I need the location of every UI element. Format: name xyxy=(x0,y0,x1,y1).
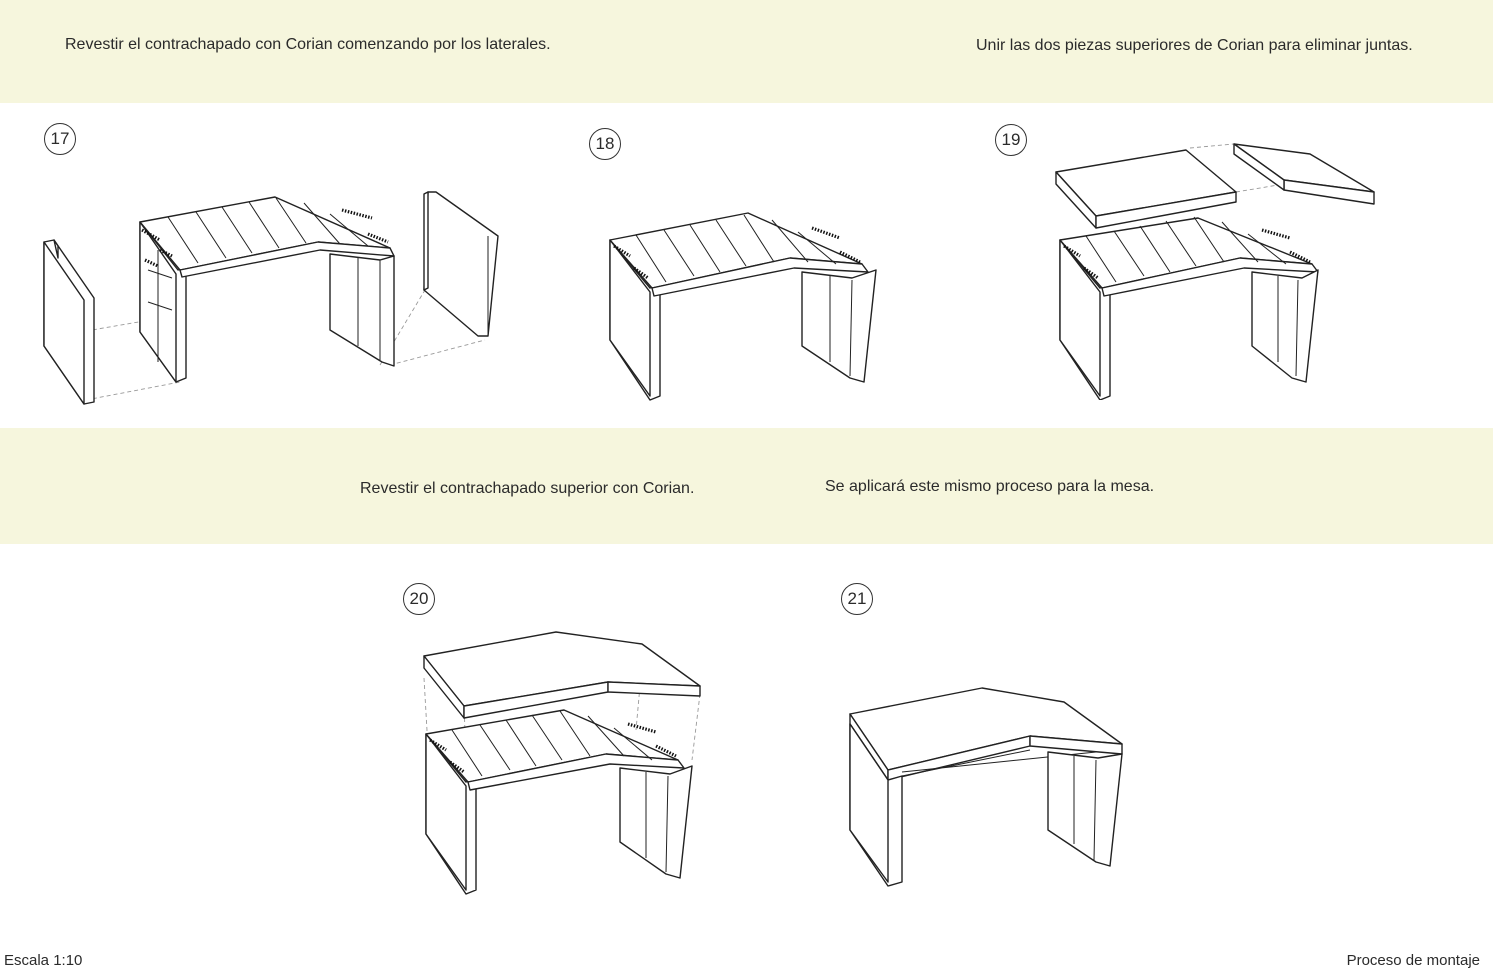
step-number-18: 18 xyxy=(589,128,621,160)
caption-step-17: Revestir el contrachapado con Corian com… xyxy=(65,36,551,53)
scale-label: Escala 1:10 xyxy=(4,952,83,969)
drawing-step-21 xyxy=(849,687,1123,887)
drawing-step-18 xyxy=(609,212,877,401)
step-number-17: 17 xyxy=(44,123,76,155)
sheet-title: Proceso de montaje xyxy=(1346,952,1480,969)
step-number-21: 21 xyxy=(841,583,873,615)
step-number-20: 20 xyxy=(403,583,435,615)
step-number-19: 19 xyxy=(995,124,1027,156)
caption-step-20: Revestir el contrachapado superior con C… xyxy=(360,480,695,497)
drawing-step-20 xyxy=(423,631,701,895)
caption-band-middle xyxy=(0,428,1493,544)
caption-step-19: Unir las dos piezas superiores de Corian… xyxy=(976,37,1413,54)
caption-step-21: Se aplicará este mismo proceso para la m… xyxy=(825,478,1155,495)
caption-band-top xyxy=(0,0,1493,103)
drawing-step-19 xyxy=(1055,143,1375,400)
drawing-step-17 xyxy=(43,191,499,405)
